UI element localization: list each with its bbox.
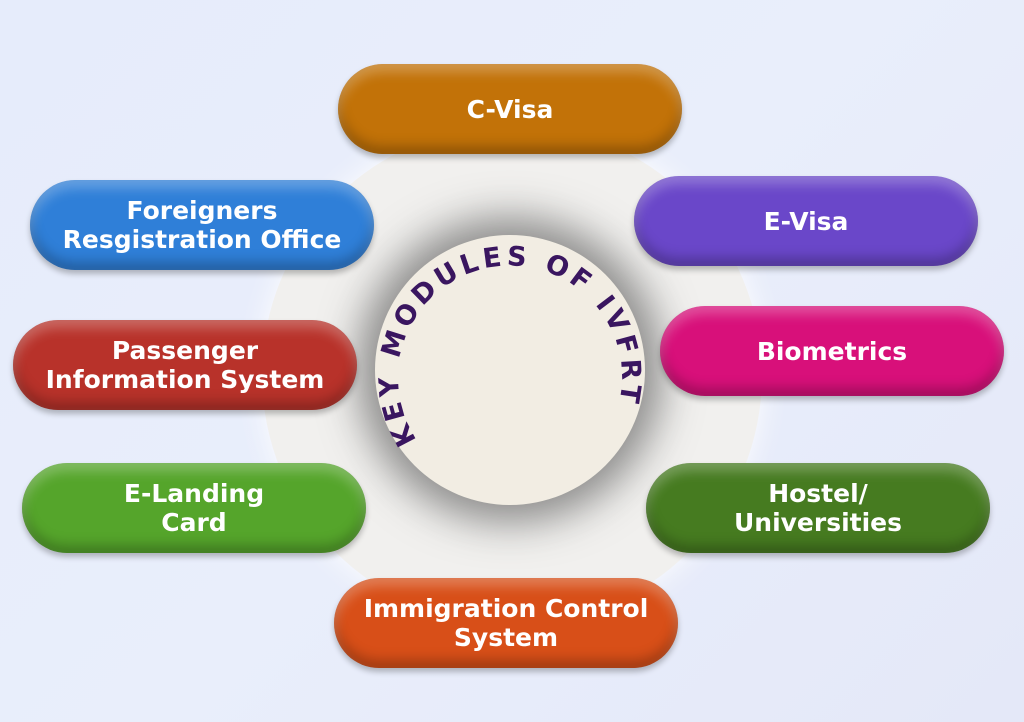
- module-e-landing-card: E-Landing Card: [22, 463, 366, 553]
- center-title: KEY MODULES OF IVFRT: [374, 241, 643, 451]
- module-label: Hostel/ Universities: [733, 479, 903, 537]
- module-label: E-Visa: [763, 206, 849, 236]
- module-foreigners-registration-office: Foreigners Resgistration Office: [30, 180, 374, 270]
- module-biometrics: Biometrics: [660, 306, 1004, 396]
- module-immigration-control-system: Immigration Control System: [334, 578, 678, 668]
- module-label: Biometrics: [756, 336, 908, 366]
- module-label: Passenger Information System: [45, 336, 325, 394]
- center-circle: [375, 235, 645, 505]
- module-label: C-Visa: [466, 94, 554, 124]
- module-label: Immigration Control System: [363, 594, 649, 652]
- center-title-arc: KEY MODULES OF IVFRT: [374, 241, 647, 451]
- module-label: Foreigners Resgistration Office: [62, 196, 342, 254]
- module-label: E-Landing Card: [123, 479, 265, 537]
- module-c-visa: C-Visa: [338, 64, 682, 154]
- module-hostel-universities: Hostel/ Universities: [646, 463, 990, 553]
- module-e-visa: E-Visa: [634, 176, 978, 266]
- svg-text:KEY MODULES OF IVFRT: KEY MODULES OF IVFRT: [374, 241, 647, 451]
- module-passenger-information-system: Passenger Information System: [13, 320, 357, 410]
